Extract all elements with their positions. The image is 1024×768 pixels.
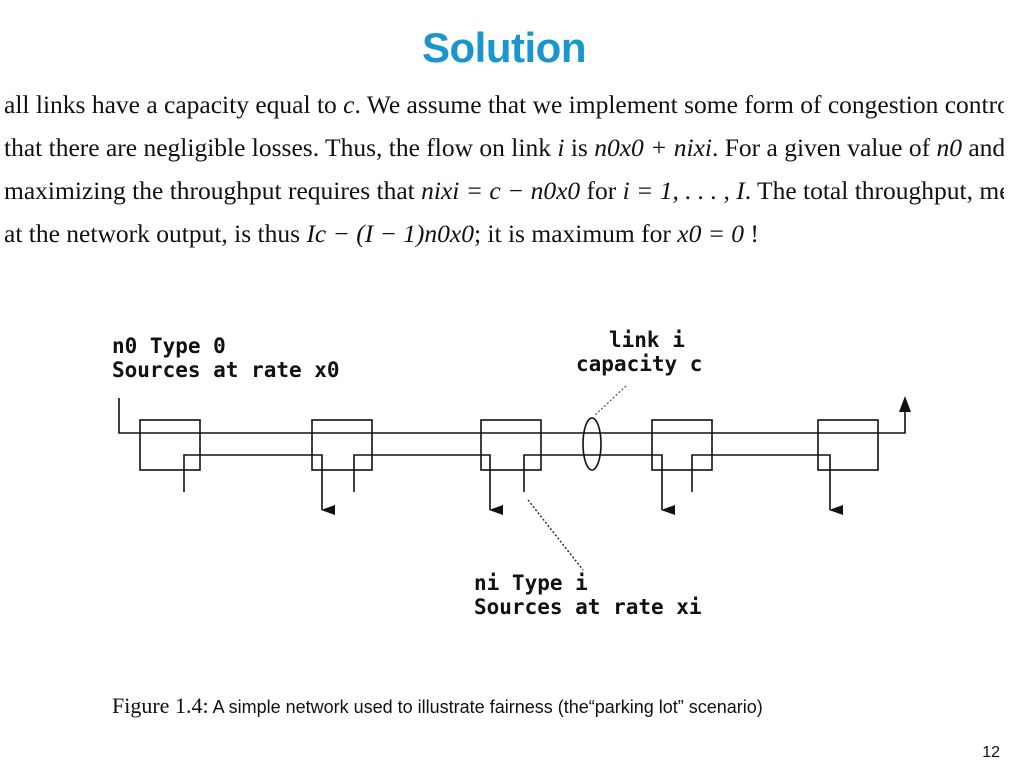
figure-caption: Figure 1.4: A simple network used to ill… [112, 693, 763, 719]
text-run: maximizing the throughput requires that [4, 176, 422, 205]
type0-label-line2: Sources at rate x0 [112, 358, 340, 382]
parking-lot-diagram: n0 Type 0 Sources at rate x0 link i capa… [112, 328, 911, 619]
paragraph-line-1: all links have a capacity equal to c. We… [4, 83, 1004, 126]
router-box [311, 419, 373, 471]
text-run: for [580, 176, 623, 205]
text-run: . For a given value of [711, 133, 937, 162]
text-run: ; it is maximum for [473, 219, 678, 248]
typei-leader-line [527, 499, 584, 571]
body-paragraph: all links have a capacity equal to c. We… [4, 83, 1004, 255]
typei-flow-line [183, 454, 335, 515]
paragraph-line-2: that there are negligible losses. Thus, … [4, 126, 1004, 169]
type0-label-line1: n0 Type 0 [112, 334, 226, 358]
link-ellipse [582, 417, 602, 471]
slide-title: Solution [422, 24, 586, 71]
text-run: . The total throughput, measured [744, 176, 1004, 205]
router-box [651, 419, 713, 471]
router-box [480, 419, 542, 471]
math-x0-zero: x0 = 0 [677, 219, 745, 248]
text-run: . We assume that we implement some form … [354, 90, 1005, 119]
paragraph-line-3: maximizing the throughput requires that … [4, 169, 1004, 212]
link-label-line2: capacity c [576, 352, 702, 376]
math-flow: n0x0 + nixi [594, 133, 712, 162]
router-box [817, 419, 879, 471]
paragraph-line-4: at the network output, is thus Ic − (I −… [4, 212, 1004, 255]
figure-label: Figure 1.4: [112, 693, 209, 718]
page-number: 12 [982, 744, 1000, 761]
typei-flow-line [691, 454, 843, 515]
text-run: that there are negligible losses. Thus, … [4, 133, 558, 162]
caption-text: A simple network used to illustrate fair… [212, 697, 763, 717]
text-run: at the network output, is thus [4, 219, 307, 248]
math-range: i = 1, . . . , I [622, 176, 745, 205]
text-run: all links have a capacity equal to [4, 90, 344, 119]
math-i: i [557, 133, 565, 162]
router-box [139, 419, 201, 471]
typei-flow-line [523, 454, 675, 515]
math-throughput: Ic − (I − 1)n0x0 [306, 219, 474, 248]
math-equation: nixi = c − n0x0 [421, 176, 581, 205]
output-arrow-icon [899, 396, 911, 412]
text-run: is [564, 133, 595, 162]
typei-label-line1: ni Type i [474, 571, 588, 595]
typei-flow-line [353, 454, 503, 515]
text-run: ! [744, 219, 759, 248]
text-run: and [968, 133, 1004, 162]
link-label-line1: link i [609, 328, 685, 352]
math-n0: n0 [936, 133, 962, 162]
link-leader-line [593, 385, 627, 417]
type0-flow-line [118, 398, 906, 434]
math-c: c [343, 90, 355, 119]
typei-label-line2: Sources at rate xi [474, 595, 702, 619]
